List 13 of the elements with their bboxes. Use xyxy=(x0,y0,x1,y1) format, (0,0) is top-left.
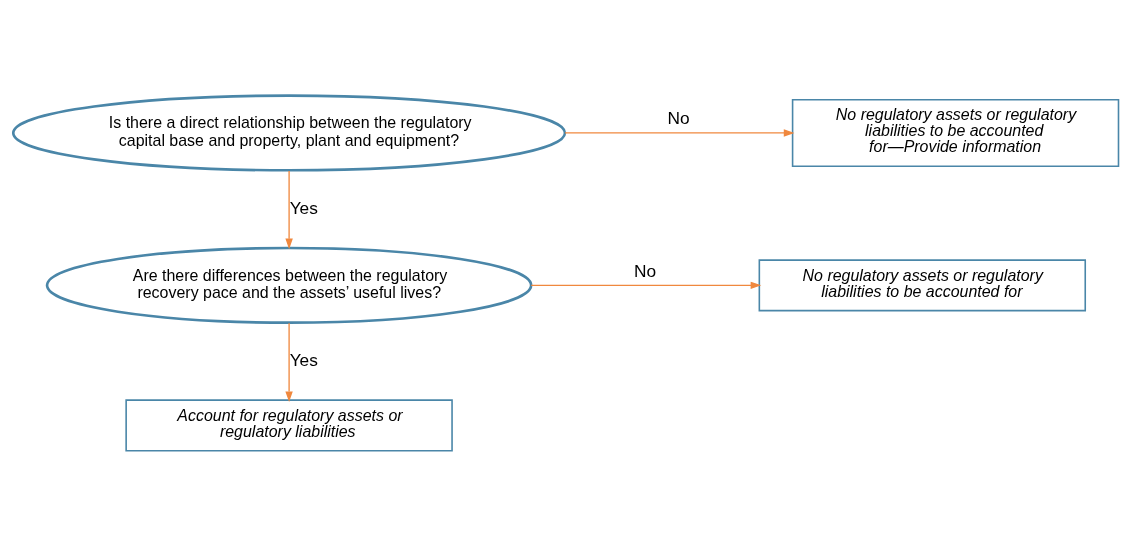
edge-label: No xyxy=(667,107,690,128)
edge-label: No xyxy=(634,260,657,281)
node-ellipse: Is there a direct relationship between the regulatory capital base and property, plant and equipment? xyxy=(11,93,567,172)
arrow xyxy=(285,321,293,402)
node-box: No regulatory assets or regulatory liabilities to be accounted for xyxy=(758,258,1087,311)
edge-label: Yes xyxy=(289,349,318,370)
arrow xyxy=(530,281,762,289)
arrow xyxy=(564,128,795,137)
node-ellipse: Are there differences between the regulatory recovery pace and the assets’ useful lives? xyxy=(45,246,533,324)
edge-label: Yes xyxy=(289,197,318,218)
node-box: Account for regulatory assets or regulatory liabilities xyxy=(125,398,453,451)
arrow xyxy=(285,169,293,249)
node-box: No regulatory assets or regulatory liabilities to be accounted for—Provide information xyxy=(791,98,1120,167)
